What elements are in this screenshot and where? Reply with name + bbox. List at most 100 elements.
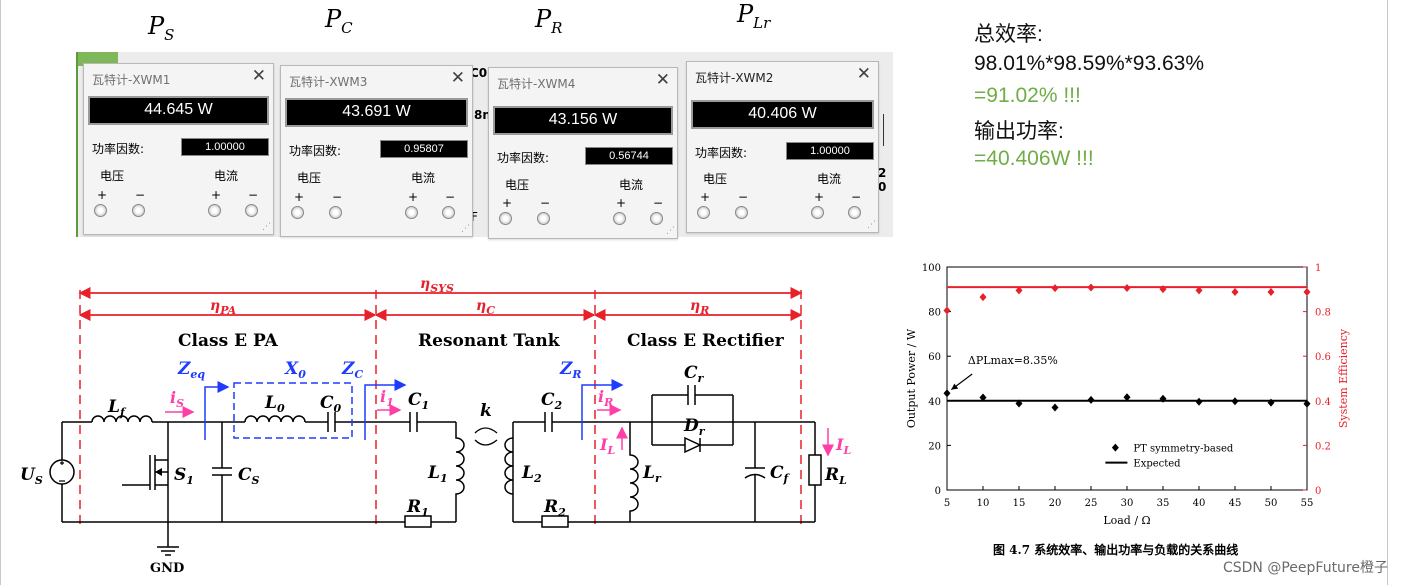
close-icon[interactable]: ✕	[655, 70, 670, 90]
current-minus-terminal[interactable]	[848, 206, 861, 219]
data-point	[1195, 286, 1203, 295]
zr-arrow	[581, 379, 624, 440]
y-left-tick-label: 80	[928, 308, 941, 319]
section-title-rectifier: Class E Rectifier	[627, 331, 785, 351]
x-tick-label: 50	[1265, 498, 1278, 509]
current-label: 电流	[214, 169, 239, 183]
meter-title: 瓦特计-XWM4	[497, 77, 576, 91]
coupling-arc-icon	[474, 439, 498, 446]
label-il-rect: IL	[599, 435, 615, 457]
section-title-tank: Resonant Tank	[418, 331, 561, 351]
x-tick-label: 55	[1301, 498, 1314, 509]
section-title-pa: Class E PA	[178, 331, 278, 351]
current-plus: +	[211, 188, 222, 202]
y-axis-right-label: System Efficiency	[1337, 328, 1350, 428]
label-r2: R2	[543, 497, 566, 519]
resize-grip-icon[interactable]: ⋰	[461, 224, 470, 234]
voltage-plus: +	[294, 190, 305, 204]
pf-value: 1.00000	[181, 138, 269, 156]
meter-title: 瓦特计-XWM2	[695, 71, 774, 85]
x-tick-label: 25	[1085, 498, 1098, 509]
voltage-plus-terminal[interactable]	[499, 212, 512, 225]
label-i1: i1	[380, 387, 394, 409]
data-point	[979, 293, 987, 302]
power-reading: 43.691 W	[285, 98, 468, 127]
label-l0: L0	[264, 393, 285, 415]
power-label-ps: PS	[148, 12, 175, 44]
figure-caption: 图 4.7 系统效率、输出功率与负载的关系曲线	[993, 543, 1239, 557]
current-plus-terminal[interactable]	[613, 212, 626, 225]
voltage-minus-terminal[interactable]	[329, 206, 342, 219]
frame-left-edge	[0, 0, 1, 585]
resize-grip-icon[interactable]: ⋰	[666, 226, 675, 236]
current-label: 电流	[817, 172, 842, 186]
pf-label: 功率因数:	[92, 142, 145, 156]
bg-fragment-c0: C0	[470, 66, 488, 80]
current-minus-terminal[interactable]	[442, 206, 455, 219]
data-point	[1123, 393, 1131, 402]
pf-value: 1.00000	[786, 142, 874, 160]
current-minus-terminal[interactable]	[650, 212, 663, 225]
close-icon[interactable]: ✕	[251, 66, 266, 86]
eta-r-label: ηR	[690, 298, 709, 317]
voltage-minus-terminal[interactable]	[537, 212, 550, 225]
efficiency-formula: 98.01%*98.59%*93.63%	[974, 52, 1205, 75]
current-plus-terminal[interactable]	[208, 204, 221, 217]
label-cf: Cf	[770, 463, 791, 485]
label-l2: L2	[521, 463, 542, 485]
current-minus-terminal[interactable]	[245, 204, 258, 217]
chart-series	[943, 283, 1311, 412]
data-point	[1267, 398, 1275, 407]
wattmeter-xwm2[interactable]: 瓦特计-XWM2 ✕ 40.406 W 功率因数: 1.00000 电压 电流 …	[686, 61, 879, 233]
coupling-arc-icon	[474, 427, 498, 434]
mosfet-arrow-icon	[155, 468, 162, 476]
current-plus-terminal[interactable]	[811, 206, 824, 219]
close-icon[interactable]: ✕	[856, 64, 871, 84]
meter-title: 瓦特计-XWM3	[289, 75, 368, 89]
voltage-plus-terminal[interactable]	[94, 204, 107, 217]
y-right-tick-label: 0.8	[1315, 308, 1331, 319]
x-tick-label: 20	[1049, 498, 1062, 509]
wattmeter-xwm4[interactable]: 瓦特计-XWM4 ✕ 43.156 W 功率因数: 0.56744 电压 电流 …	[488, 67, 678, 239]
circuit-wiring	[49, 385, 822, 556]
current-minus: −	[851, 190, 862, 204]
wattmeter-xwm3[interactable]: 瓦特计-XWM3 ✕ 43.691 W 功率因数: 0.95807 电压 电流 …	[280, 65, 473, 237]
bg-fragment-20: 2 0	[878, 166, 887, 194]
label-zr: ZR	[559, 359, 582, 381]
y-right-tick-label: 0	[1315, 486, 1321, 497]
label-k: k	[480, 401, 492, 421]
data-point	[1051, 403, 1059, 412]
output-power-result: =40.406W !!!	[974, 147, 1094, 170]
current-plus-terminal[interactable]	[405, 206, 418, 219]
voltage-minus-terminal[interactable]	[132, 204, 145, 217]
current-label: 电流	[619, 178, 644, 192]
label-zc: ZC	[341, 359, 363, 381]
eta-pa-label: ηPA	[210, 298, 237, 317]
label-us: US	[20, 465, 43, 487]
eta-c-label: ηC	[476, 298, 495, 317]
y-left-tick-label: 40	[928, 397, 941, 408]
x-tick-label: 5	[944, 498, 950, 509]
x0-box	[233, 382, 353, 439]
annotation-arrowhead-icon	[951, 383, 959, 390]
resize-grip-icon[interactable]: ⋰	[262, 222, 271, 232]
pf-label: 功率因数:	[497, 151, 550, 165]
voltage-plus-terminal[interactable]	[291, 206, 304, 219]
data-point	[1267, 287, 1275, 296]
resize-grip-icon[interactable]: ⋰	[867, 220, 876, 230]
data-point	[1051, 284, 1059, 293]
voltage-plus-terminal[interactable]	[697, 206, 710, 219]
voltage-minus-terminal[interactable]	[735, 206, 748, 219]
y-axis-left-label: Output Power / W	[905, 328, 918, 428]
label-c1: C1	[408, 390, 429, 412]
bg-fragment-f: F	[471, 210, 478, 224]
close-icon[interactable]: ✕	[450, 68, 465, 88]
voltage-label: 电压	[703, 172, 728, 186]
label-l1: L1	[427, 463, 448, 485]
wattmeter-xwm1[interactable]: 瓦特计-XWM1 ✕ 44.645 W 功率因数: 1.00000 电压 电流 …	[83, 63, 274, 235]
y-left-tick-label: 100	[922, 263, 941, 274]
voltage-minus: −	[738, 190, 749, 204]
data-point	[943, 389, 951, 398]
y-left-tick-label: 60	[928, 352, 941, 363]
